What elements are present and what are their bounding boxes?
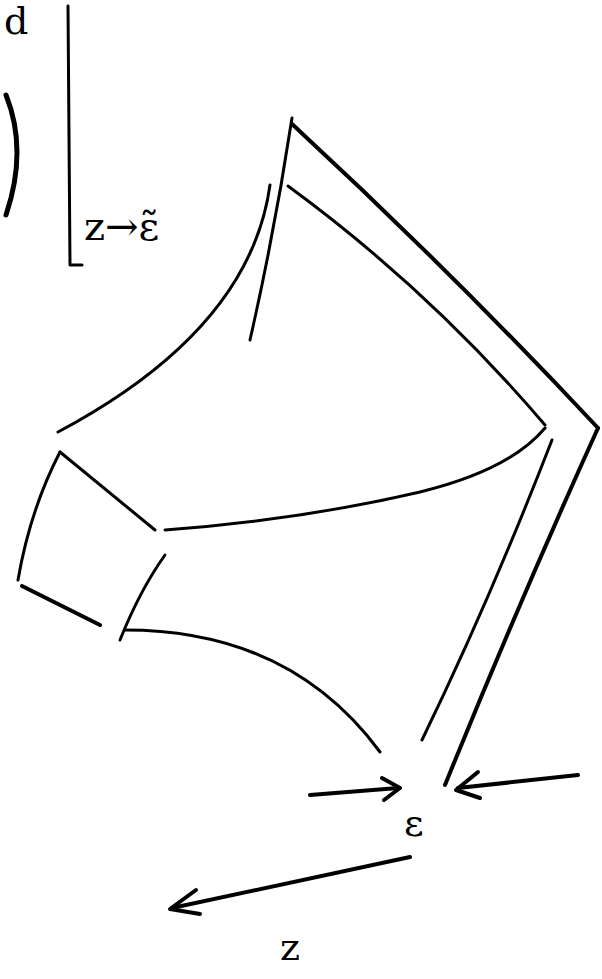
- surface-edge: [60, 452, 155, 530]
- arrowhead: [170, 890, 200, 914]
- arrow: [310, 788, 398, 795]
- surface-edge: [18, 452, 60, 580]
- sketch-label: d: [4, 2, 28, 40]
- surface-edge: [125, 630, 380, 752]
- surface-edge: [288, 186, 545, 425]
- sketch-label: z: [280, 928, 300, 966]
- surface-edge: [120, 555, 165, 640]
- surface-edge: [22, 586, 100, 625]
- surface-edge: [292, 124, 598, 428]
- arrowhead: [382, 778, 400, 800]
- surface-edge: [250, 118, 292, 340]
- arrowhead: [456, 772, 480, 798]
- evaluation-bar: [68, 6, 82, 265]
- surface-edge: [445, 428, 598, 785]
- surface-edge: [58, 185, 270, 432]
- surface-edge: [165, 428, 545, 530]
- bracket: [6, 95, 17, 215]
- axis-arrow: [172, 857, 410, 908]
- sketch-label: ε: [404, 804, 424, 842]
- sketch-label: z→ε̃: [84, 206, 159, 246]
- arrow: [458, 775, 578, 788]
